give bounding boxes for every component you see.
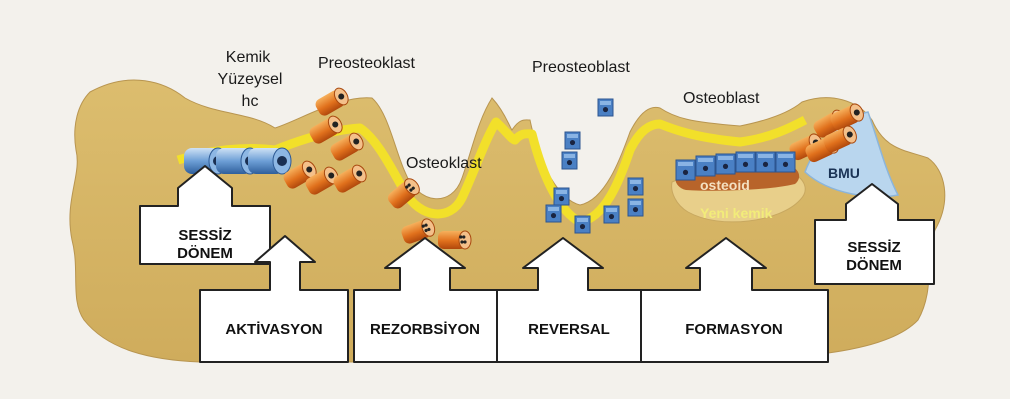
activation-label: AKTİVASYON xyxy=(225,321,322,338)
osteoblast-cell xyxy=(676,160,695,180)
surface-label-line3: hc xyxy=(242,93,259,110)
preosteoclast-label: Preosteoklast xyxy=(318,55,415,72)
osteoblast-cell xyxy=(716,154,735,174)
preosteoblast-label: Preosteoblast xyxy=(532,59,630,76)
resorption-label: REZORBSİYON xyxy=(370,321,480,338)
osteoblast-label: Osteoblast xyxy=(683,90,760,107)
preosteoblast-cell xyxy=(575,216,590,233)
preosteoblast-cell xyxy=(598,99,613,116)
preosteoblast-cell xyxy=(554,188,569,205)
quiet-right-line1: SESSİZ xyxy=(847,239,900,256)
bmu-label: BMU xyxy=(828,165,860,181)
quiet-left-line1: SESSİZ xyxy=(178,227,231,244)
preosteoblast-cell xyxy=(628,199,643,216)
formation-label: FORMASYON xyxy=(685,321,783,338)
osteoclast-label: Osteoklast xyxy=(406,155,482,172)
preosteoblast-cell xyxy=(562,152,577,169)
osteoblast-cell xyxy=(736,152,755,172)
surface-label-line1: Kemik xyxy=(226,49,271,66)
osteoid-label: osteoid xyxy=(700,177,750,193)
preosteoblast-cell xyxy=(546,205,561,222)
preosteoblast-cell xyxy=(565,132,580,149)
osteoblast-cell xyxy=(776,152,795,172)
quiet-right-line2: DÖNEM xyxy=(846,257,902,274)
reversal-label: REVERSAL xyxy=(528,321,610,338)
osteoblast-cell xyxy=(696,156,715,176)
new-bone-label: Yeni kemik xyxy=(700,205,773,221)
preosteoblast-cell xyxy=(604,206,619,223)
surface-label-line2: Yüzeysel xyxy=(218,71,283,88)
lining-cell xyxy=(248,148,291,174)
quiet-left-line2: DÖNEM xyxy=(177,245,233,262)
preosteoblast-cell xyxy=(628,178,643,195)
osteoclast-cell xyxy=(438,231,471,249)
osteoblast-cell xyxy=(756,152,775,172)
